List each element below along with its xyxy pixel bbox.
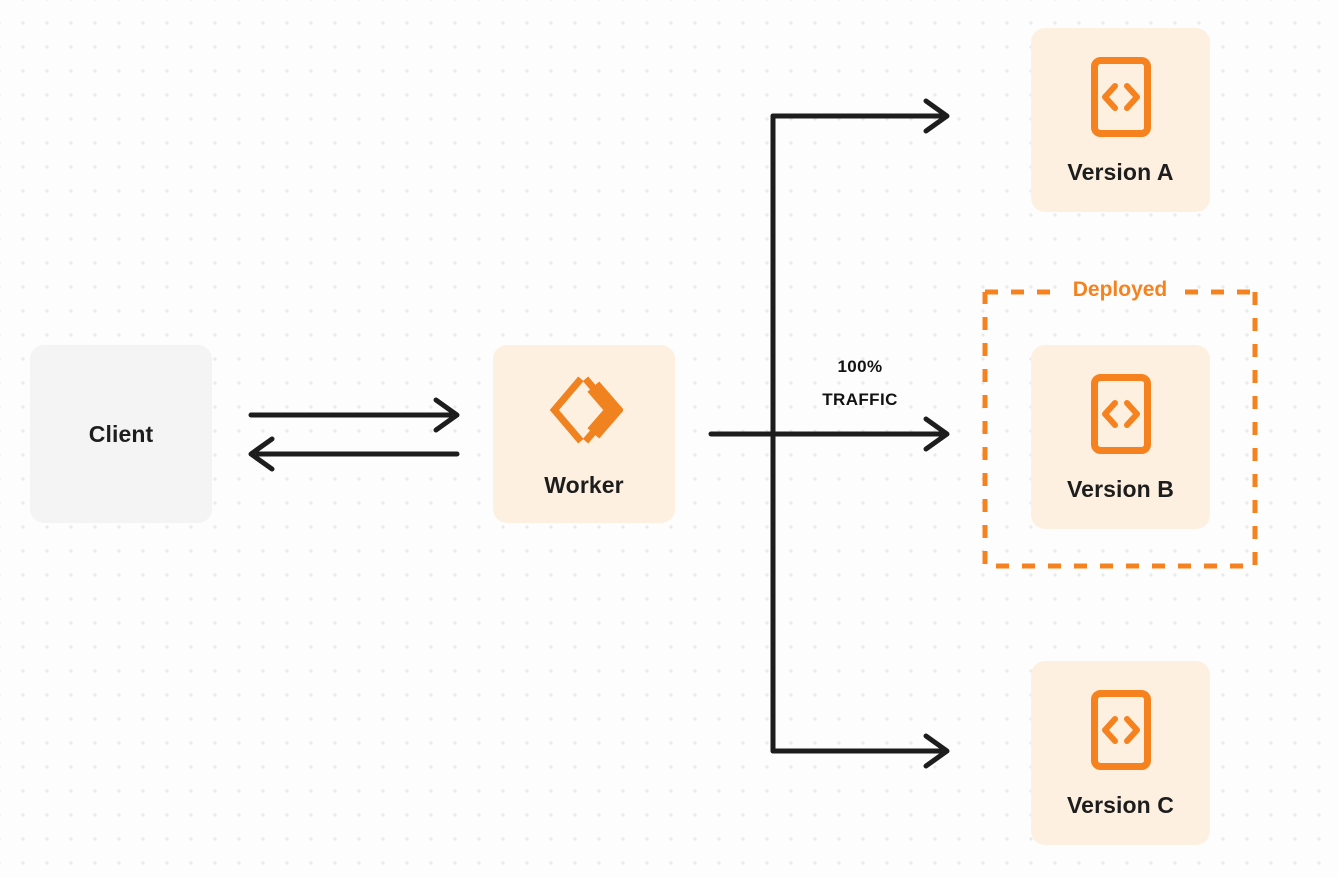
arrow-worker-to-versions-trunk [708,113,793,754]
code-document-icon [1090,56,1152,143]
traffic-word: TRAFFIC [822,390,898,410]
node-worker[interactable]: Worker [493,345,675,523]
arrow-client-to-worker [248,397,460,433]
arrow-to-version-b [770,416,950,452]
cloudflare-workers-logo-icon [545,371,624,454]
node-version-b-label: Version B [1067,476,1174,502]
arrow-to-version-c [770,733,950,769]
deployed-dashed-border [982,289,1258,569]
node-version-c[interactable]: Version C [1031,661,1210,845]
node-version-a-label: Version A [1067,159,1174,185]
node-worker-label: Worker [544,472,624,498]
arrow-worker-to-client [248,436,460,472]
traffic-percent-value: 100% [837,357,883,376]
arrow-to-version-a [770,98,950,134]
node-version-a[interactable]: Version A [1031,28,1210,212]
code-document-icon [1090,689,1152,776]
node-version-c-label: Version C [1067,792,1174,818]
node-client[interactable]: Client [30,345,212,523]
traffic-percentage-label: 100% TRAFFIC [795,350,925,416]
node-version-b[interactable]: Version B [1031,345,1210,529]
group-deployed-label: Deployed [1062,279,1178,301]
node-client-label: Client [88,420,154,447]
code-document-icon [1090,373,1152,460]
group-deployed: Deployed [982,279,1258,569]
